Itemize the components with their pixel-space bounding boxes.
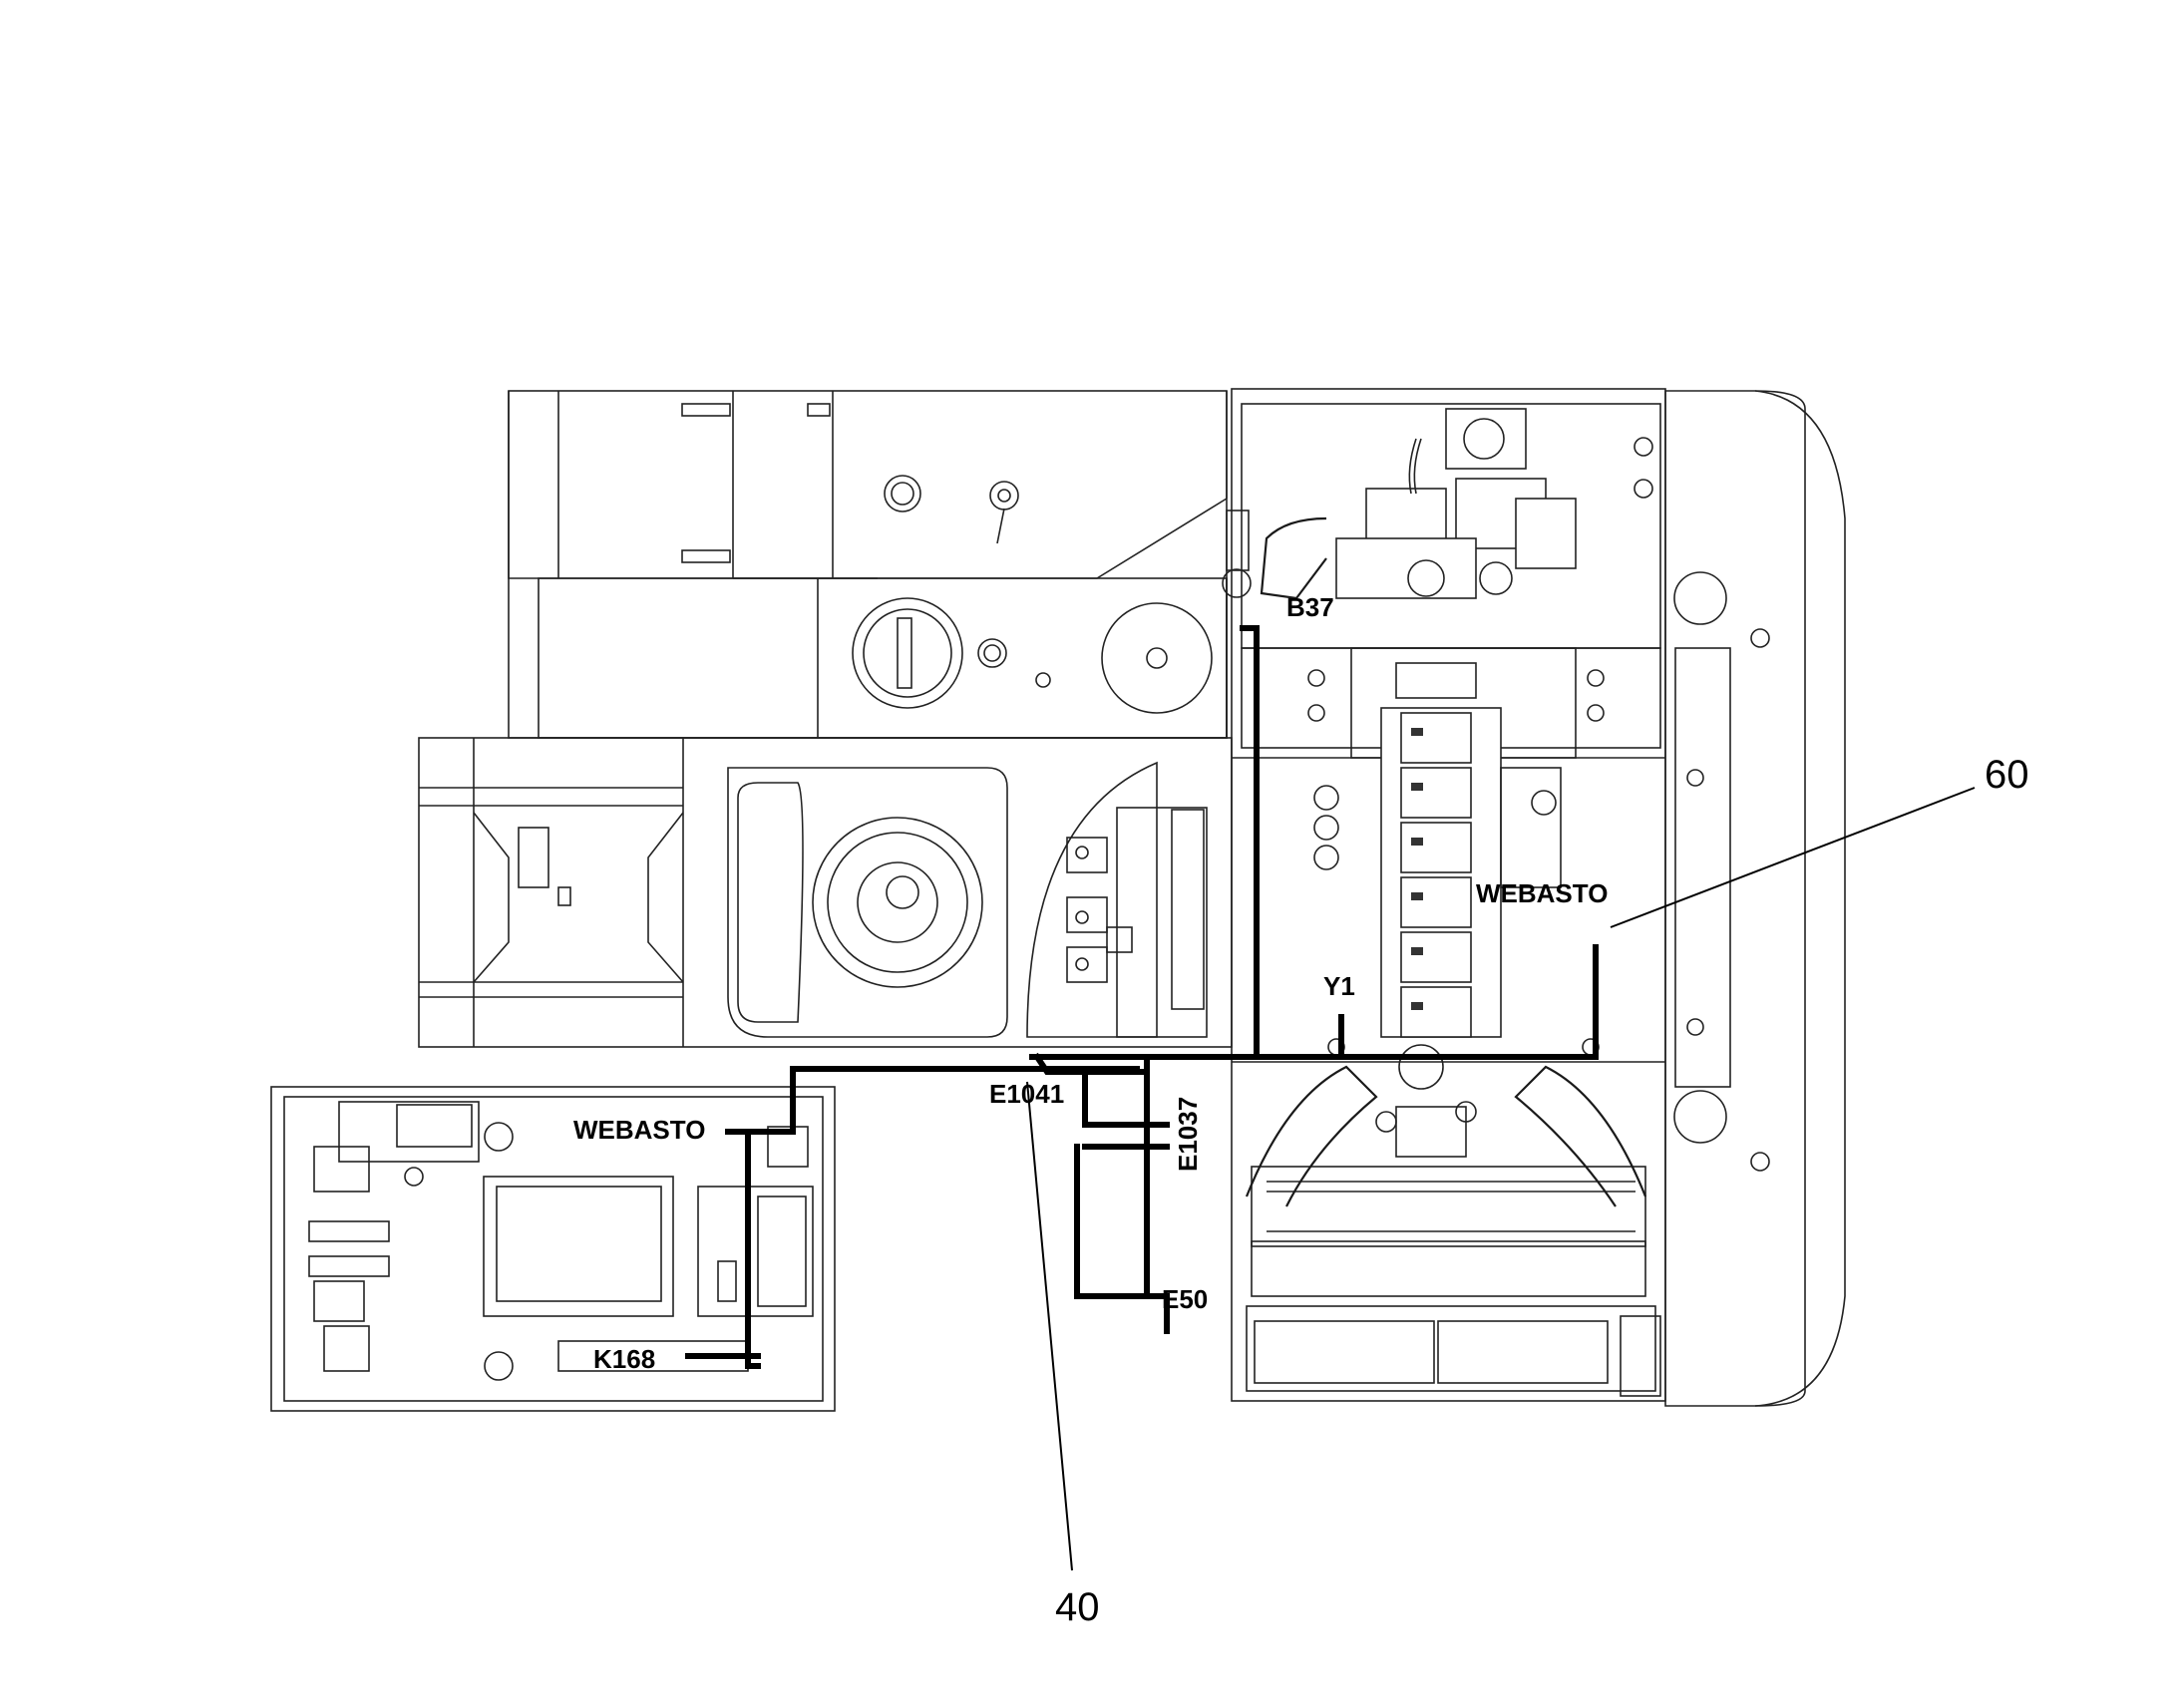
wiring-harness: [685, 625, 1599, 1369]
label-e50: E50: [1162, 1284, 1208, 1314]
label-b37: B37: [1286, 592, 1334, 622]
label-e1037: E1037: [1173, 1097, 1203, 1172]
engine-compartment: [1222, 388, 1666, 1402]
machine-frame: [418, 390, 1233, 1048]
engine-cylinders: [1400, 712, 1472, 1038]
counterweight: [1664, 390, 1846, 1407]
callout-40: 40: [1055, 1585, 1100, 1629]
label-webasto-left: WEBASTO: [573, 1115, 705, 1145]
component-labels: B37 Y1 WEBASTO WEBASTO E1041 E1037 E50 K…: [573, 592, 1608, 1374]
label-webasto-right: WEBASTO: [1476, 878, 1608, 908]
operator-cab: [270, 1086, 836, 1412]
label-e1041: E1041: [989, 1079, 1064, 1109]
callout-leaders: [1026, 787, 1976, 1571]
callout-numbers: 40 60: [1055, 753, 2029, 1629]
label-k168: K168: [593, 1344, 655, 1374]
callout-60: 60: [1985, 753, 2029, 797]
label-y1: Y1: [1323, 971, 1355, 1001]
